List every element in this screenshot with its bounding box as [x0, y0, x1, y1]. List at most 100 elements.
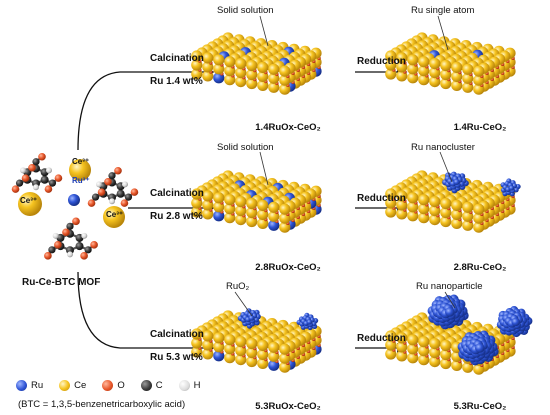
legend-note: (BTC = 1,3,5-benzenetricarboxylic acid): [18, 399, 186, 410]
o-atom: [97, 188, 106, 196]
o-atom: [11, 185, 20, 193]
ce-atom: [407, 334, 419, 346]
o-atom: [54, 241, 62, 249]
c-atom: [84, 246, 92, 254]
ce-atom: [473, 203, 485, 215]
o-atom: [130, 188, 139, 196]
o-atom: [87, 199, 96, 207]
oxide-annotation-3: RuO₂: [226, 281, 250, 292]
h-atom: [109, 198, 115, 205]
reduced-caption-3: 5.3Ru-CeO₂: [453, 401, 507, 412]
o-atom: [104, 177, 112, 186]
ce-ion: [69, 159, 91, 181]
ce-atom: [213, 332, 225, 344]
legend-label-o: O: [117, 380, 125, 391]
legend-item-c: C: [140, 380, 163, 391]
ce-atom: [396, 332, 408, 344]
oxide-caption-1: 1.4RuOx-CeO₂: [255, 122, 321, 133]
ce-atom: [235, 58, 247, 70]
o-atom: [44, 252, 52, 260]
oxide-annotation-1: Solid solution: [217, 5, 274, 16]
o-atom: [114, 166, 122, 175]
h-atom: [33, 184, 39, 191]
ce-atom: [418, 336, 430, 348]
ce-atom: [213, 54, 225, 66]
ce-atom: [191, 188, 203, 200]
calcination-arrow-3: [77, 271, 215, 354]
c-atom: [48, 179, 57, 187]
reduction-label-1: Reduction: [357, 56, 406, 67]
ce-atom: [257, 339, 269, 351]
ce-atom: [279, 65, 291, 77]
ce-atom: [257, 199, 269, 211]
ce-atom: [451, 199, 463, 211]
mof-ru-ion-label: Ru³⁺: [72, 176, 90, 185]
calcination-arrow-1: [77, 66, 215, 151]
oxide-crystals: [191, 32, 322, 373]
ce-atom: [279, 203, 291, 215]
calcination-loading-3: Ru 5.3 wt%: [150, 352, 203, 363]
ce-atom: [473, 65, 485, 77]
ce-atom: [440, 59, 452, 72]
calcination-label-2: Calcination: [150, 188, 204, 199]
c-atom: [40, 175, 49, 184]
o-atom: [72, 217, 80, 226]
ce-atom: [396, 190, 408, 202]
ru-atom: [475, 343, 485, 353]
ru-atom: [445, 307, 455, 317]
c-atom: [116, 189, 125, 198]
c-atom: [15, 179, 24, 187]
mof-ce-ion-label-top: Ce³⁺: [72, 157, 90, 166]
ce-atom: [191, 50, 203, 62]
h-atom: [121, 181, 128, 188]
o-atom: [28, 163, 36, 172]
ce-atom: [429, 58, 441, 70]
legend-label-ru: Ru: [31, 380, 44, 391]
ce-atom: [202, 52, 214, 64]
legend-item-h: H: [178, 380, 200, 391]
reduced-caption-1: 1.4Ru-CeO₂: [453, 122, 507, 133]
o-atom: [62, 228, 70, 237]
h-atom: [81, 232, 88, 239]
ce-atom: [224, 56, 236, 68]
ce-atom: [418, 56, 430, 68]
legend-item-ru: Ru: [16, 380, 43, 391]
ce-atom: [429, 338, 441, 350]
ce-atom: [440, 339, 452, 352]
legend-item-o: O: [102, 380, 125, 391]
c-atom-icon: [140, 380, 152, 391]
mof-ce-ion-label-right: Ce³⁺: [106, 210, 124, 219]
o-atom: [120, 199, 129, 207]
ce-atom: [246, 59, 258, 72]
ce-atom: [191, 328, 203, 340]
ce-atom: [407, 192, 419, 204]
calcination-label-1: Calcination: [150, 53, 204, 64]
ce-atom: [224, 194, 236, 206]
oxide-annotation-2: Solid solution: [217, 142, 274, 153]
mof-ce-ion-label-left: Ce³⁺: [20, 196, 38, 205]
ru-atom: [306, 319, 313, 325]
ce-atom-icon: [59, 380, 71, 391]
legend-label-ce: Ce: [74, 380, 87, 391]
legend: Ru Ce O C H: [16, 380, 200, 391]
h-atom: [45, 167, 52, 174]
ru-atom: [453, 178, 460, 186]
ce-atom: [213, 192, 225, 204]
ce-atom: [246, 337, 258, 350]
reduction-label-2: Reduction: [357, 193, 406, 204]
oxide-caption-3: 5.3RuOx-CeO₂: [255, 401, 321, 412]
ce-atom: [235, 196, 247, 208]
c-atom: [108, 172, 116, 180]
c-atom: [66, 222, 74, 230]
ce-atom: [418, 194, 430, 206]
oxide-caption-2: 2.8RuOx-CeO₂: [255, 262, 321, 273]
ce-atom: [224, 334, 236, 346]
reduction-label-3: Reduction: [357, 333, 406, 344]
h-atom: [67, 251, 73, 258]
ce-atom: [429, 196, 441, 208]
mof-label: Ru-Ce-BTC MOF: [22, 277, 101, 288]
reduction-arrows: [355, 66, 408, 354]
o-atom: [80, 252, 88, 260]
c-atom: [124, 193, 133, 201]
